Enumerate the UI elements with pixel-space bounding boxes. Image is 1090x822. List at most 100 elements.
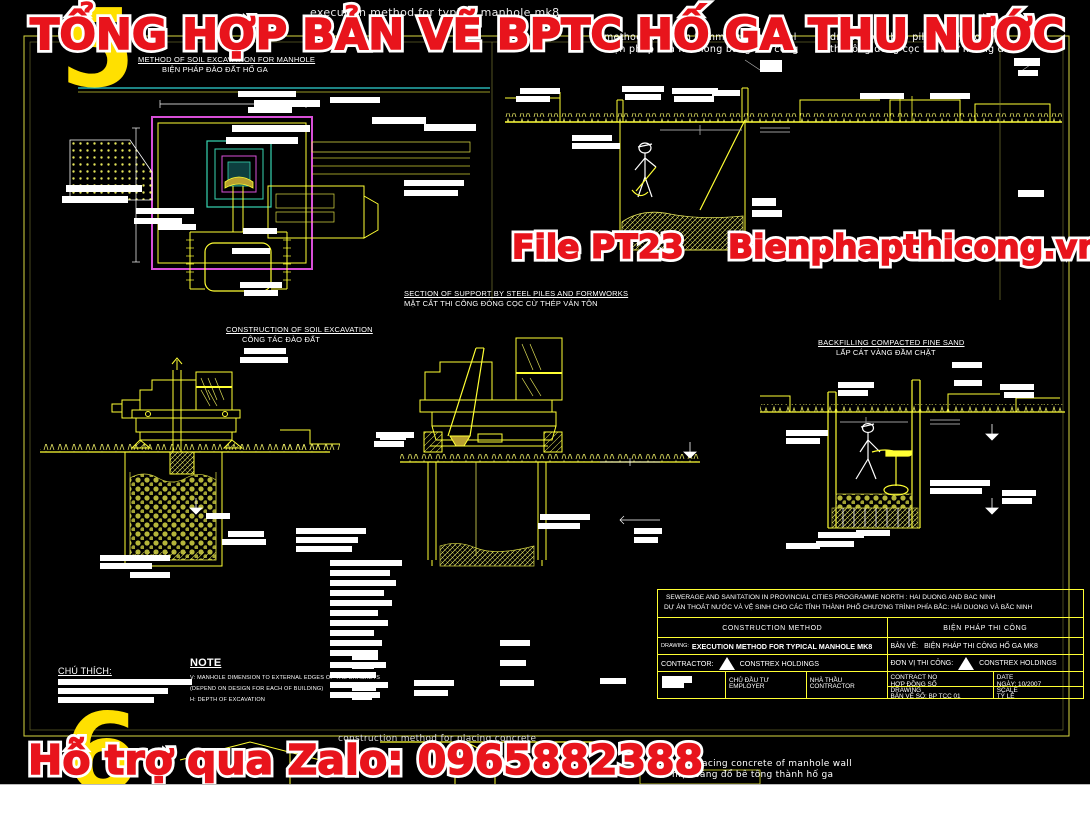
cad-annotation-block [226, 137, 298, 144]
panel-4-title-en: CONSTRUCTION OF SOIL EXCAVATION [226, 325, 373, 334]
cad-annotation-block [330, 682, 388, 688]
cad-annotation-block [634, 528, 662, 534]
cad-annotation-block [330, 610, 378, 616]
cad-annotation-block [238, 91, 296, 97]
cad-annotation-block [424, 124, 476, 131]
scale-vn: TỶ LỆ [996, 693, 1015, 698]
panel-2-title-en: method of trench trimming by manual [604, 32, 797, 43]
note-symbol-block [352, 695, 372, 700]
contractor-label-vn: ĐƠN VỊ THI CÔNG: [890, 660, 954, 667]
panel-1-title-vn: BIỆN PHÁP ĐÀO ĐẤT HỐ GA [162, 65, 269, 74]
cad-annotation-block [330, 640, 382, 646]
cad-annotation-block [500, 660, 526, 666]
title-block: SEWERAGE AND SANITATION IN PROVINCIAL CI… [657, 589, 1084, 699]
bottom-white-strip [0, 785, 1090, 822]
cad-annotation-block [954, 380, 982, 386]
panel-8-title-en: construction method for placing concrete [338, 734, 537, 744]
cad-annotation-block [296, 528, 366, 534]
cad-annotation-block [625, 94, 661, 100]
cad-annotation-block [600, 678, 626, 684]
drawing-title-en: EXECUTION METHOD FOR TYPICAL MANHOLE MK8 [691, 641, 873, 651]
cad-annotation-block [374, 441, 404, 447]
drawing-no-vn: BẢN VẼ SỐ: BP TCC 01 [890, 693, 961, 698]
panel-3-title-vn: thi công đóng cọc tre như hướng dẫn [830, 44, 1017, 55]
cad-annotation-block [752, 198, 776, 206]
cad-annotation-block [1004, 392, 1034, 398]
cad-annotation-block [1002, 490, 1036, 496]
cad-annotation-block [330, 97, 380, 103]
cad-annotation-block [674, 96, 714, 102]
logo-mark [662, 676, 692, 683]
legend-line [58, 688, 168, 694]
section-title-vn: BIỆN PHÁP THI CÔNG [943, 624, 1028, 632]
cad-annotation-block [838, 390, 868, 396]
drawing-label-vn: BẢN VẼ: [890, 642, 919, 650]
note-heading: NOTE [190, 657, 222, 669]
note-line: (DEPEND ON DESIGN FOR EACH OF BUILDING) [190, 686, 324, 692]
contract-no-vn: HỢP ĐỒNG SỐ [890, 681, 937, 688]
cad-annotation-block [930, 480, 990, 486]
drawing-label-en: DRAWING: [661, 642, 689, 649]
sheet-header-en: execution method for typical manhole mk8 [310, 6, 560, 19]
logo-triangle-icon [958, 657, 975, 670]
cad-annotation-block [244, 290, 278, 296]
employer-en: EMPLOYER [729, 683, 765, 690]
project-name-vn: DỰ ÁN THOÁT NƯỚC VÀ VỆ SINH CHO CÁC TỈNH… [664, 604, 1033, 611]
cad-annotation-block [634, 537, 658, 543]
cad-annotation-block [254, 100, 320, 107]
cad-annotation-block [244, 348, 286, 354]
cad-annotation-block [414, 680, 454, 686]
sub-contractor-vn: NHÀ THẦU [809, 677, 843, 684]
panel-6-title-en: BACKFILLING COMPACTED FINE SAND [818, 338, 965, 347]
cad-annotation-block [248, 107, 292, 113]
note-line: V: MANHOLE DIMENSION TO EXTERNAL EDGES O… [190, 675, 381, 681]
cad-annotation-block [712, 90, 740, 96]
cad-annotation-block [520, 88, 560, 94]
cad-annotation-block [1018, 190, 1044, 197]
cad-annotation-block [856, 530, 890, 536]
contractor-label-en: CONTRACTOR: [661, 659, 714, 668]
cad-annotation-block [816, 541, 854, 547]
cad-annotation-block [134, 218, 182, 224]
cad-annotation-block [330, 600, 392, 606]
drawing-no-en: DRAWING [890, 687, 922, 694]
note-line: H: DEPTH OF EXCAVATION [190, 697, 265, 703]
note-symbol-block [352, 655, 378, 660]
cad-annotation-block [572, 135, 612, 141]
cad-annotation-block [66, 185, 142, 192]
canvas-bottom-rule [0, 784, 1090, 785]
panel-7-title-en: plan of placing concrete of manhole wall [657, 759, 852, 769]
drawing-title-vn: BIỆN PHÁP THI CÔNG HỐ GA MK8 [924, 642, 1038, 650]
cad-annotation-block [206, 513, 230, 519]
cad-annotation-block [818, 532, 864, 538]
legend-heading-vn: CHÚ THÍCH: [58, 666, 112, 676]
cad-annotation-block [232, 125, 310, 132]
cad-annotation-block [158, 224, 196, 230]
cad-annotation-block [1002, 498, 1032, 504]
cad-annotation-block [330, 672, 376, 678]
cad-annotation-block [404, 190, 458, 196]
cad-annotation-block [930, 93, 970, 99]
cad-annotation-block [930, 488, 982, 494]
project-name-en: SEWERAGE AND SANITATION IN PROVINCIAL CI… [666, 594, 996, 601]
cad-annotation-block [330, 630, 374, 636]
cad-annotation-block [572, 143, 620, 149]
panel-2-title-vn: biện pháp sửa hố móng bằng thủ công [604, 44, 799, 55]
contractor-name-vn: CONSTREX HOLDINGS [979, 660, 1057, 667]
scale-en: SCALE [996, 687, 1018, 694]
cad-annotation-block [330, 620, 388, 626]
cad-annotation-block [500, 640, 530, 646]
cad-annotation-block [130, 572, 170, 578]
logo-mark [662, 683, 684, 688]
note-symbol-block [352, 686, 376, 691]
cad-annotation-block [414, 690, 448, 696]
cad-annotation-block [100, 563, 152, 569]
cad-annotation-block [752, 210, 782, 217]
cad-canvas[interactable]: execution method for typical manhole mk8… [0, 0, 1090, 785]
cad-annotation-block [622, 86, 664, 92]
cad-annotation-block [1018, 70, 1038, 76]
cad-annotation-block [372, 117, 426, 124]
panel-3-title-en: driving bamboo piles as design, [830, 32, 991, 43]
panel-7-title-vn: mặt bằng đổ bê tông thành hố ga [672, 770, 834, 780]
